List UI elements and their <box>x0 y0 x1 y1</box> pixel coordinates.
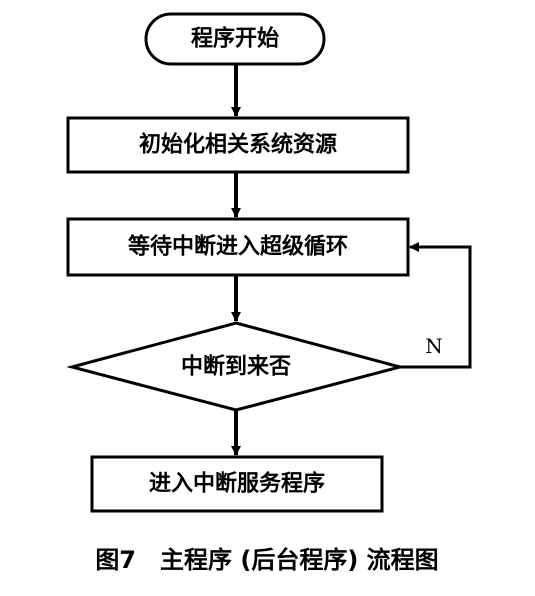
service-box <box>90 455 384 513</box>
service-label: 进入中断服务程序 <box>149 471 325 497</box>
wait-loop-label: 等待中断进入超级循环 <box>128 234 348 260</box>
start-label: 程序开始 <box>191 26 279 52</box>
decision-label: 中断到来否 <box>181 354 291 380</box>
init-label: 初始化相关系统资源 <box>139 132 337 158</box>
loop-back-line <box>400 242 472 369</box>
init-box <box>66 116 410 174</box>
no-label: N <box>425 334 443 358</box>
figure-caption: 图7 主程序 (后台程序) 流程图 <box>95 546 438 574</box>
